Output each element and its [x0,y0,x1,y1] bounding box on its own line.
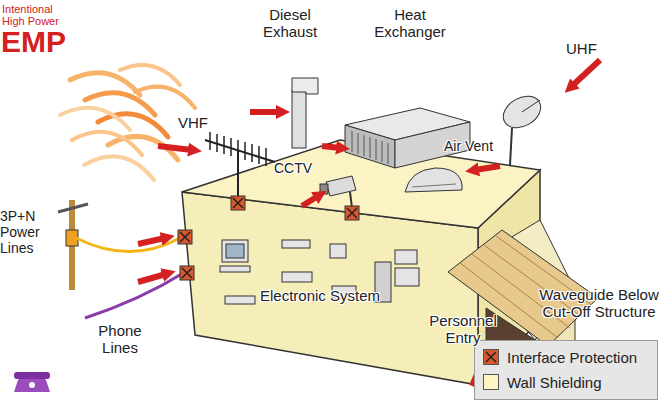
part-label: Waveguide Below Cut-Off Structure [538,286,660,320]
cctv-camera [320,176,356,208]
part-label: VHF [178,114,218,131]
electronic-equipment [220,240,419,304]
legend-swatch [483,349,499,365]
legend-text: Interface Protection [507,349,637,366]
part-label: Electronic System [260,287,420,304]
coupling-arrows [138,60,600,386]
legend-row: Wall Shielding [483,373,653,393]
diesel-exhaust [292,78,318,148]
interface-protection [178,196,359,280]
legend-box: Interface ProtectionWall Shielding [474,340,658,400]
emp-heading: EMP [1,26,91,58]
part-label: 3P+N Power Lines [0,208,56,256]
air-vent [405,168,462,192]
part-label: Air Vent [444,138,524,154]
part-label: Phone Lines [88,322,152,356]
part-label: CCTV [274,160,322,176]
part-label: UHF [566,40,606,57]
part-label: Personnel Entry [422,312,504,346]
x-mark [484,350,498,364]
phone-line [14,272,185,392]
legend-swatch [483,374,499,390]
vhf-antenna [205,132,275,200]
part-label: Heat Exchanger [358,6,462,40]
legend-text: Wall Shielding [507,374,602,391]
uhf-dish [498,90,547,165]
power-pole [58,200,180,290]
legend-row: Interface Protection [483,348,653,368]
part-label: Diesel Exhaust [252,6,328,40]
emp-waves [60,65,195,180]
part-label: Intentional High Power [2,3,72,27]
